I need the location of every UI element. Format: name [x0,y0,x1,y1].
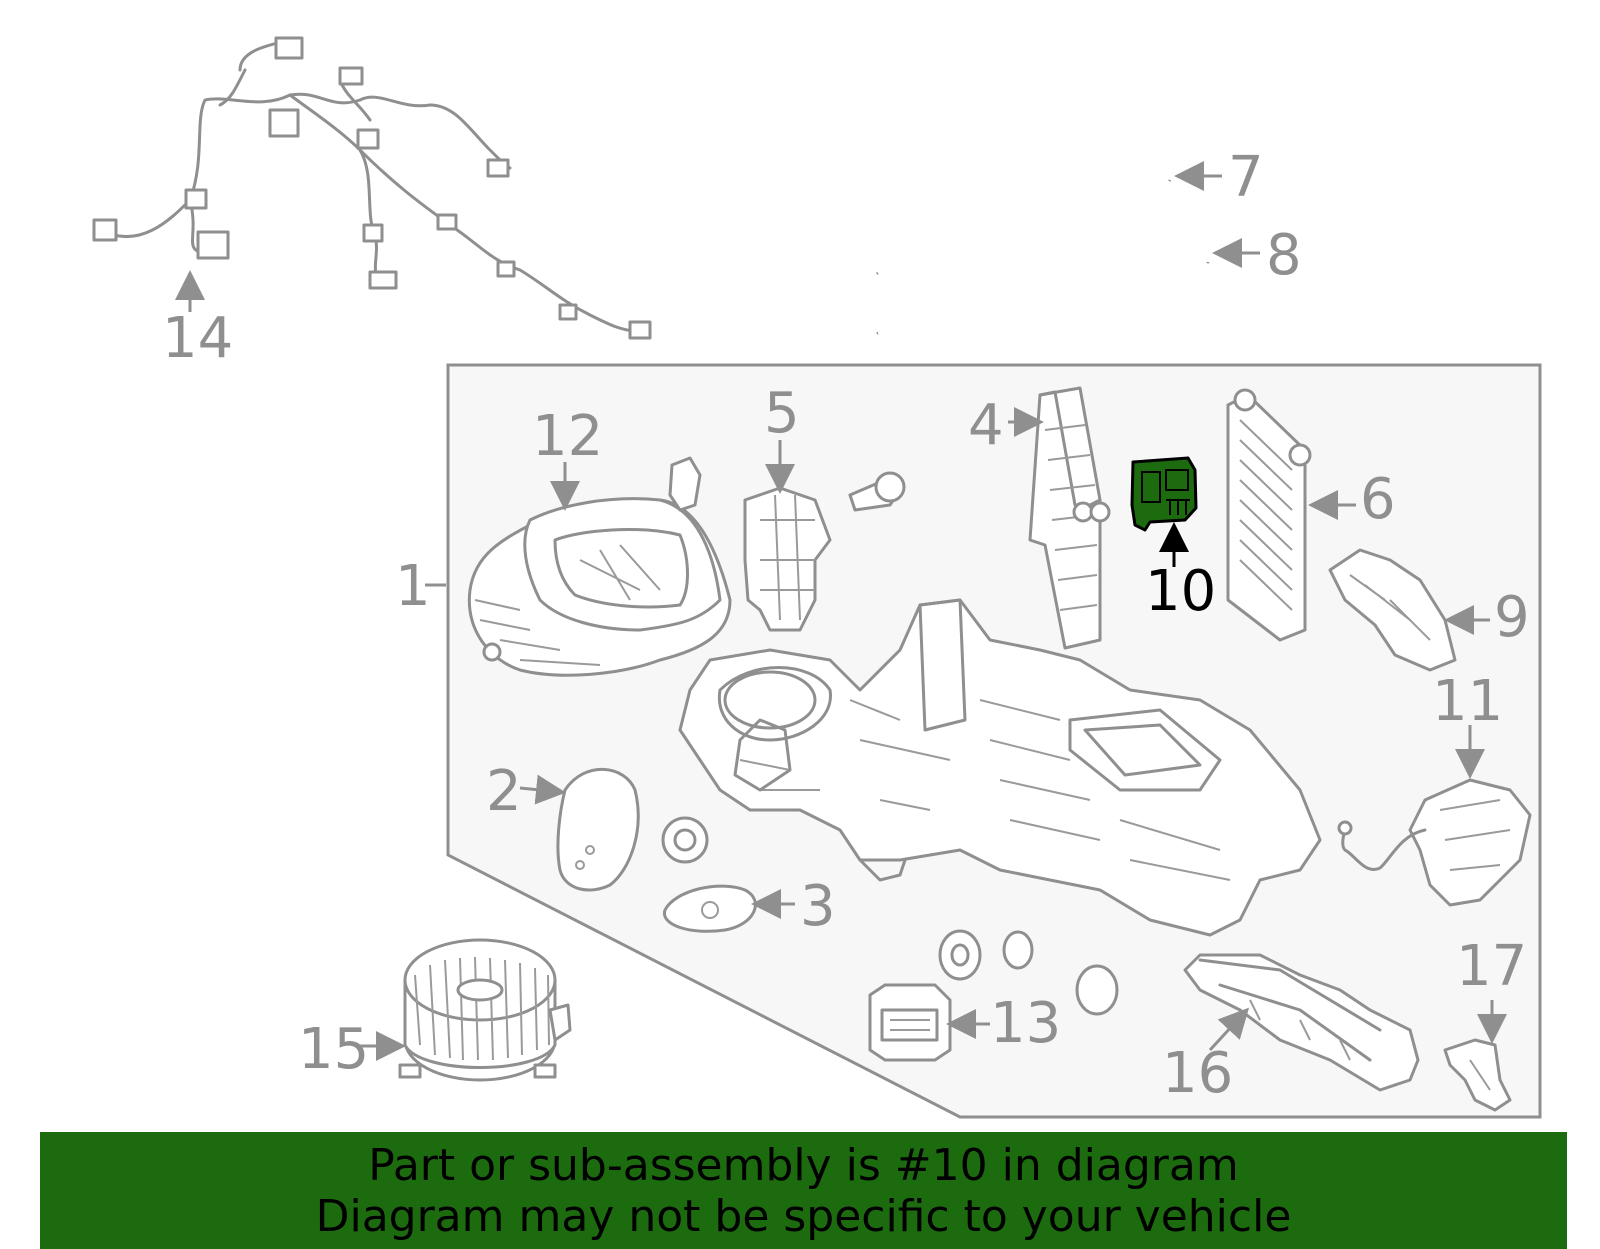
air-duct-part [1328,548,1457,672]
callout-7: 7 [1228,145,1264,210]
callout-3: 3 [800,874,836,939]
evaporator-core-part [1028,386,1111,650]
callout-11: 11 [1432,669,1503,734]
blower-motor-part [398,938,572,1082]
banner-line-1: Part or sub-assembly is #10 in diagram [368,1139,1239,1191]
banner-line-2: Diagram may not be specific to your vehi… [315,1190,1292,1242]
hvac-case-part [678,598,1322,937]
callout-13: 13 [990,991,1061,1056]
callout-14: 14 [162,306,233,371]
callout-6: 6 [1360,467,1396,532]
callout-4: 4 [968,393,1004,458]
small-grommets-part [938,929,1119,1016]
seal-part [556,767,640,892]
blower-housing-part [467,497,732,677]
heater-core-part [1226,388,1312,642]
callout-16-arrow [1208,1007,1250,1052]
callout-12: 12 [532,404,603,469]
callout-1: 1 [395,554,431,619]
callout-5: 5 [764,381,800,446]
highlighted-part-10[interactable] [1130,456,1198,532]
callout-17: 17 [1456,934,1527,999]
callout-2-arrow [519,774,566,805]
hose-pipes-part [876,162,1211,335]
callout-10[interactable]: 10 [1145,559,1216,624]
wiring-harness-part [92,36,652,340]
blower-resistor-part [868,983,952,1062]
callout-15: 15 [298,1017,369,1082]
actuator-part [1337,778,1532,907]
grommet-part [661,816,709,864]
floor-duct-part [1183,953,1420,1092]
callout-8: 8 [1266,223,1302,288]
actuator-bracket-part [668,456,906,632]
callout-2: 2 [486,759,522,824]
info-banner: Part or sub-assembly is #10 in diagram D… [40,1132,1567,1249]
callout-9: 9 [1494,585,1530,650]
callout-16: 16 [1162,1041,1233,1106]
